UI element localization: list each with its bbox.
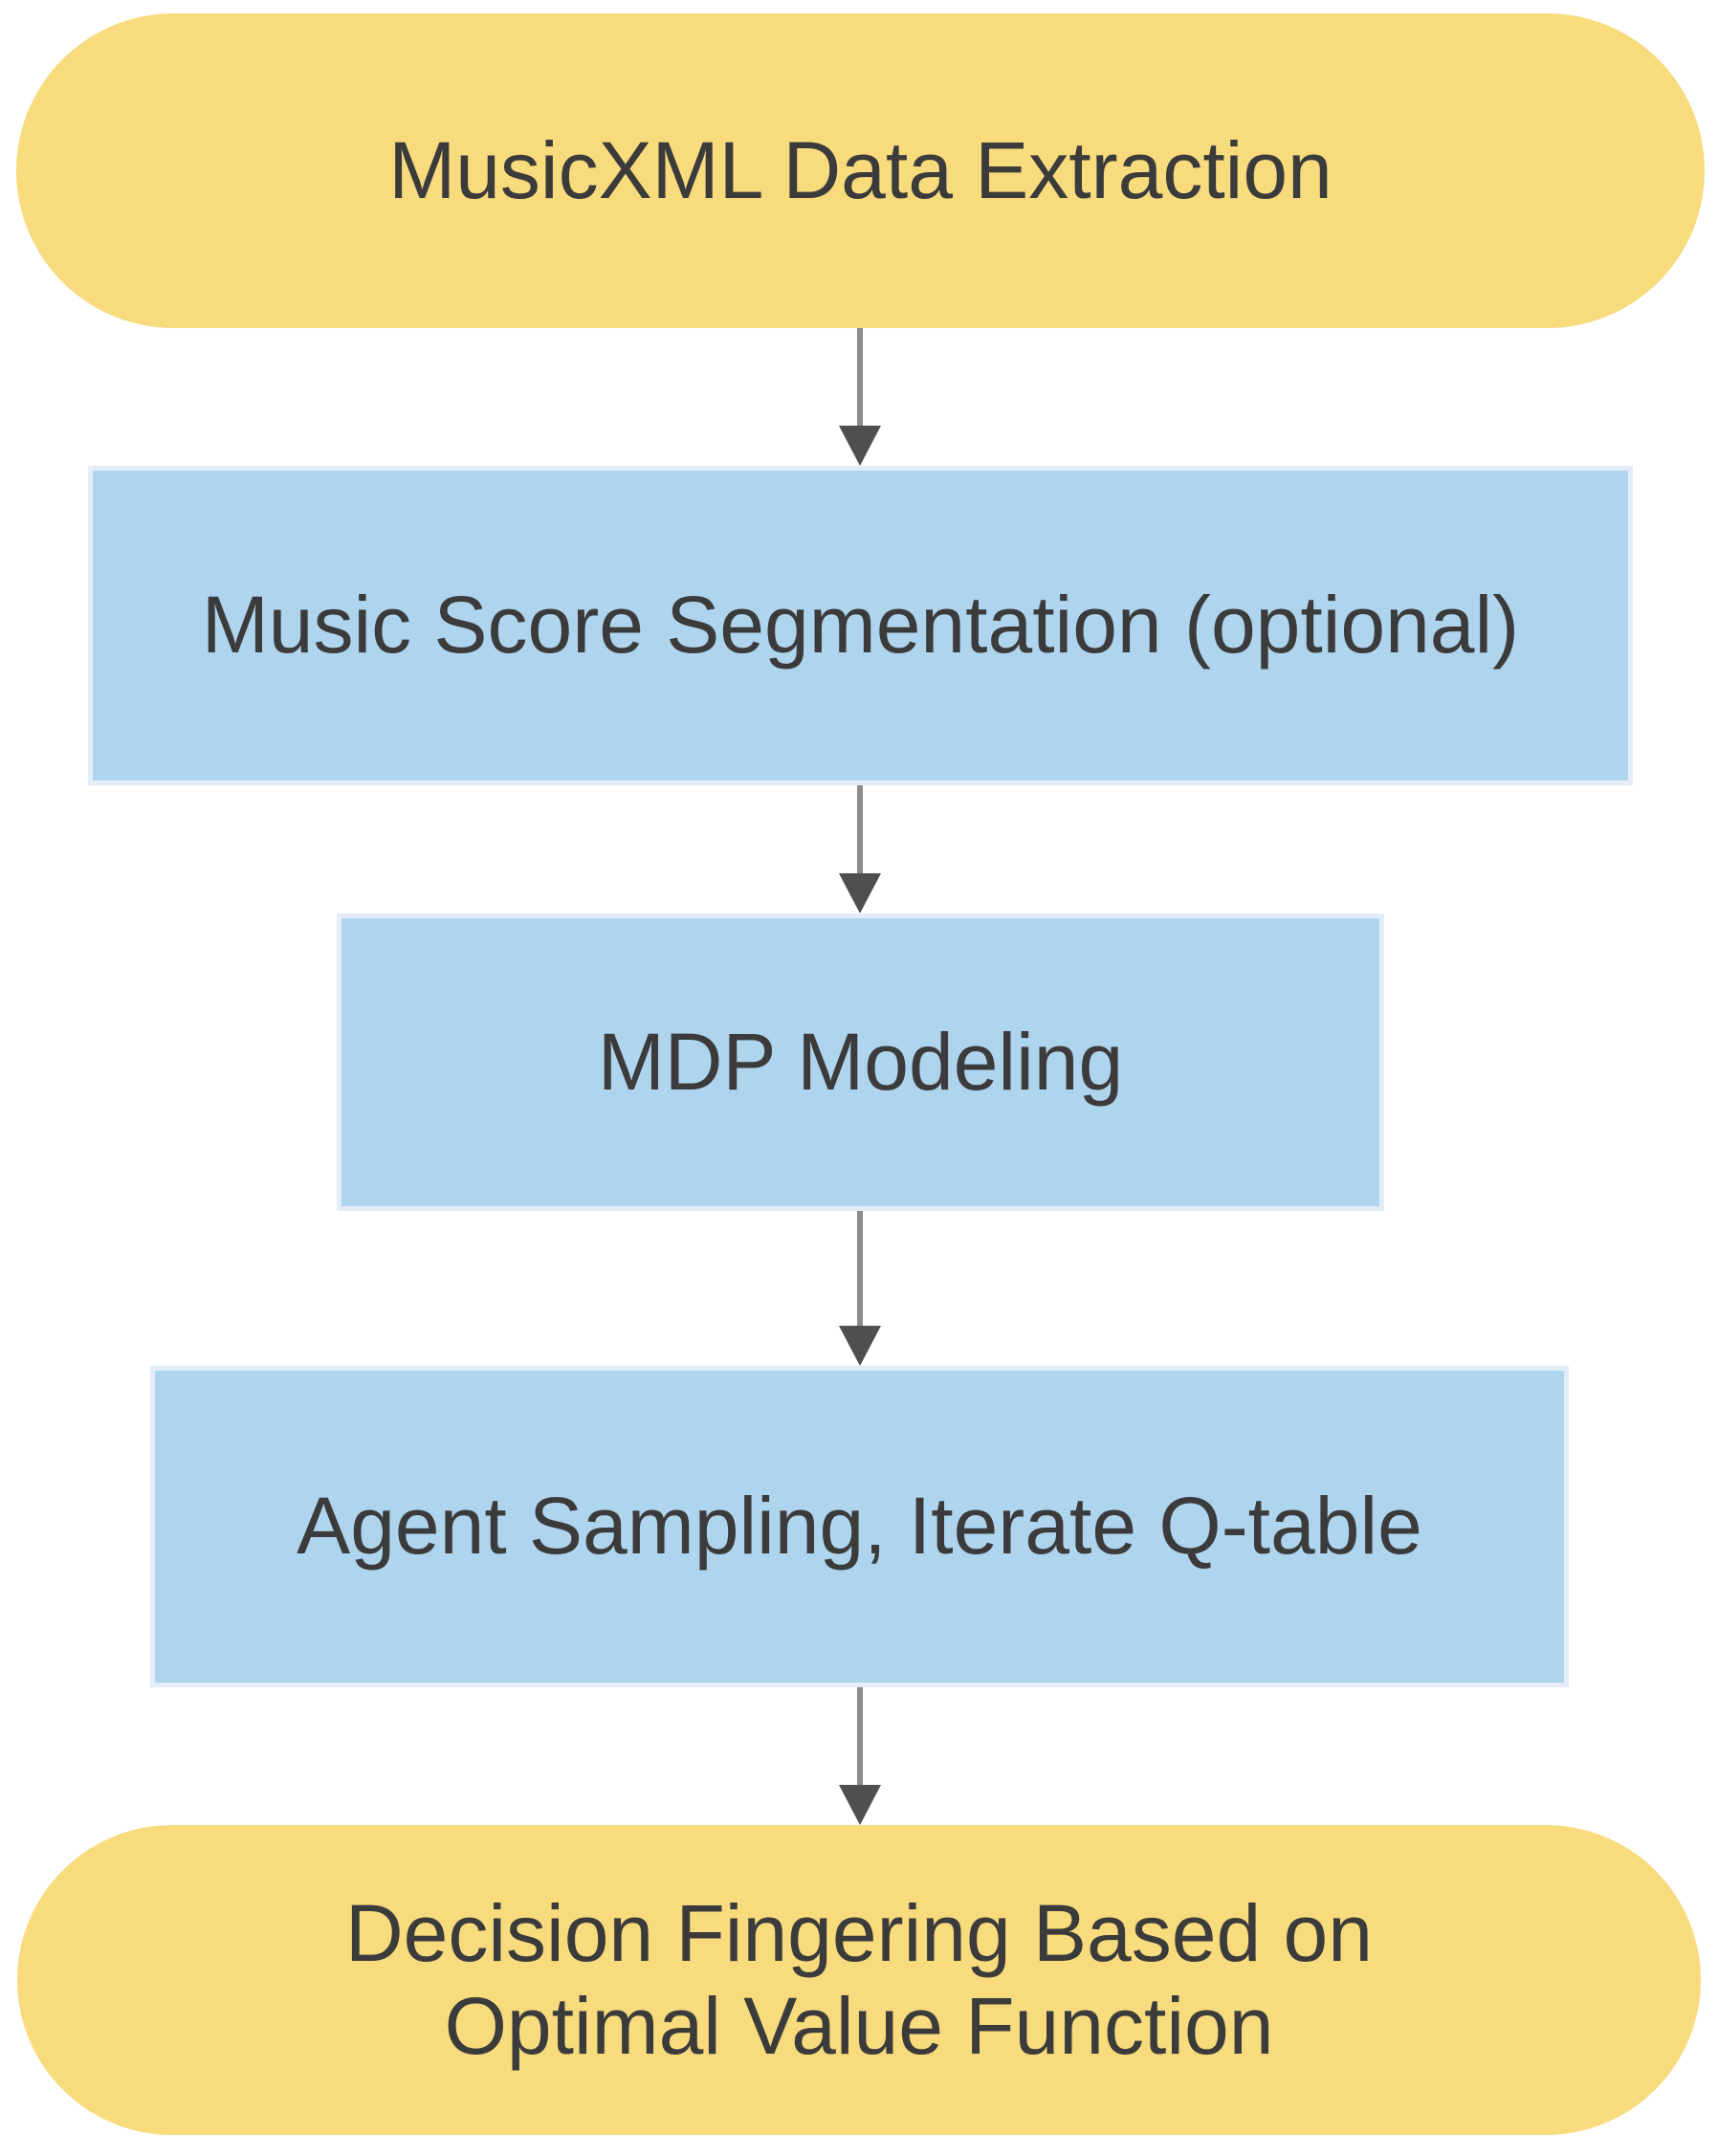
- node-agent-sampling-iterate-qtable: Agent Sampling, Iterate Q-table: [150, 1366, 1569, 1687]
- arrow-line: [857, 785, 863, 873]
- arrow-line: [857, 1687, 863, 1785]
- node-musicxml-data-extraction: MusicXML Data Extraction: [16, 13, 1705, 328]
- node-label: Decision Fingering Based on Optimal Valu…: [345, 1887, 1373, 2071]
- down-arrow-icon: [839, 1326, 881, 1366]
- node-music-score-segmentation: Music Score Segmentation (optional): [88, 466, 1633, 785]
- arrow-line: [857, 1211, 863, 1326]
- down-arrow-icon: [839, 1785, 881, 1825]
- connector-mdp-to-agent: [839, 1211, 881, 1366]
- node-mdp-modeling: MDP Modeling: [337, 913, 1384, 1211]
- node-label: Agent Sampling, Iterate Q-table: [297, 1481, 1422, 1572]
- down-arrow-icon: [839, 426, 881, 466]
- node-label: MDP Modeling: [597, 1016, 1124, 1107]
- node-decision-fingering: Decision Fingering Based on Optimal Valu…: [17, 1825, 1701, 2135]
- connector-segmentation-to-mdp: [839, 785, 881, 913]
- node-label: MusicXML Data Extraction: [388, 124, 1333, 215]
- down-arrow-icon: [839, 873, 881, 913]
- node-label: Music Score Segmentation (optional): [201, 580, 1520, 671]
- connector-start-to-segmentation: [839, 328, 881, 466]
- connector-agent-to-end: [839, 1687, 881, 1825]
- arrow-line: [857, 328, 863, 426]
